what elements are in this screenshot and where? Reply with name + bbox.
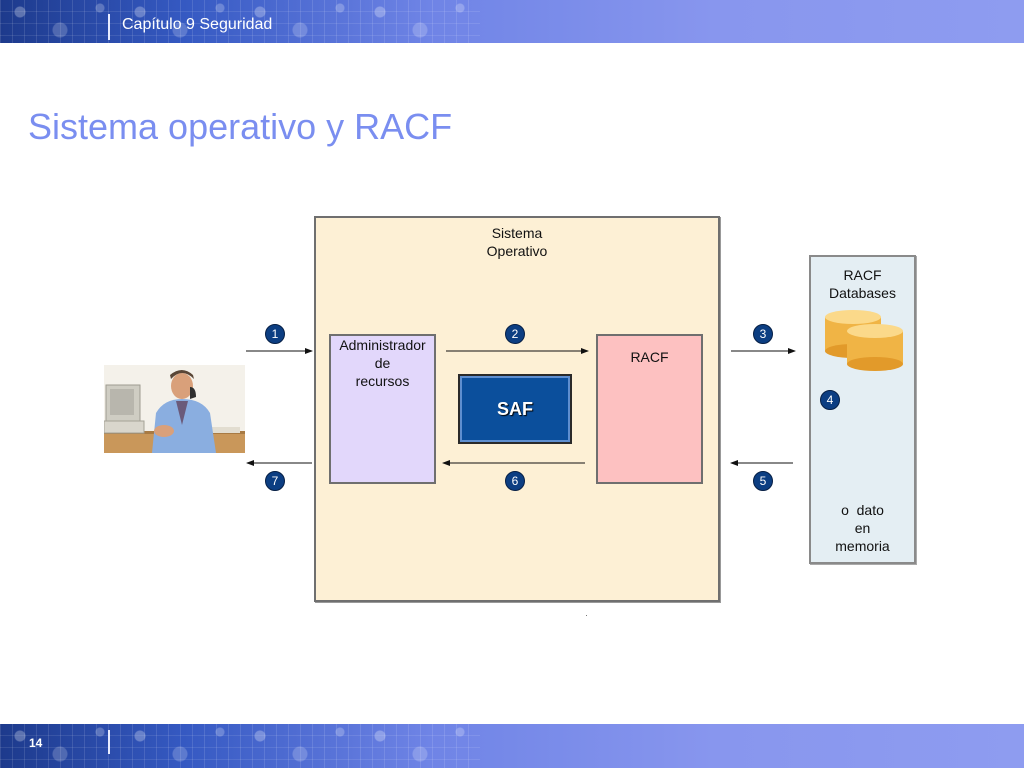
step-5-badge: 5 xyxy=(753,471,773,491)
resource-manager-label-line-2: de xyxy=(374,355,391,371)
step-4-badge: 4 xyxy=(820,390,840,410)
step-6-badge: 6 xyxy=(505,471,525,491)
resource-manager-label-line-3: recursos xyxy=(355,373,410,389)
database-cylinder-front xyxy=(847,324,903,371)
memory-label-line-3: memoria xyxy=(835,538,890,554)
stray-dot xyxy=(586,615,587,616)
memory-label: o dato en memoria xyxy=(809,501,916,555)
saf-label: SAF xyxy=(497,398,533,419)
step-3-badge: 3 xyxy=(753,324,773,344)
operating-system-label-line-1: Sistema xyxy=(491,225,543,241)
footer-band: 14 xyxy=(0,724,1024,768)
racf-label: RACF xyxy=(630,349,669,365)
database-cylinders-icon xyxy=(825,310,903,371)
header-divider xyxy=(108,14,110,40)
racf-databases-label-line-1: RACF xyxy=(843,267,882,283)
page-number: 14 xyxy=(29,736,43,750)
racf-databases-label: RACF Databases xyxy=(809,266,916,302)
saf-box: SAF xyxy=(458,374,572,444)
resource-manager-box xyxy=(329,334,436,484)
footer-pattern xyxy=(0,724,480,768)
chapter-title: Capítulo 9 Seguridad xyxy=(122,16,273,33)
memory-label-line-2: en xyxy=(854,520,871,536)
step-2-badge: 2 xyxy=(505,324,525,344)
resource-manager-label-line-1: Administrador xyxy=(339,337,426,353)
header-band: Capítulo 9 Seguridad xyxy=(0,0,1024,43)
operating-system-label-line-2: Operativo xyxy=(486,243,548,259)
step-7-badge: 7 xyxy=(265,471,285,491)
step-1-badge: 1 xyxy=(265,324,285,344)
footer-divider xyxy=(108,730,110,754)
resource-manager-label: Administrador de recursos xyxy=(329,336,436,390)
header-pattern xyxy=(0,0,480,43)
person-at-desk-icon xyxy=(104,365,245,453)
slide-title: Sistema operativo y RACF xyxy=(28,106,453,147)
memory-label-line-1: o dato xyxy=(841,502,884,518)
racf-box xyxy=(596,334,703,484)
racf-databases-label-line-2: Databases xyxy=(829,285,896,301)
